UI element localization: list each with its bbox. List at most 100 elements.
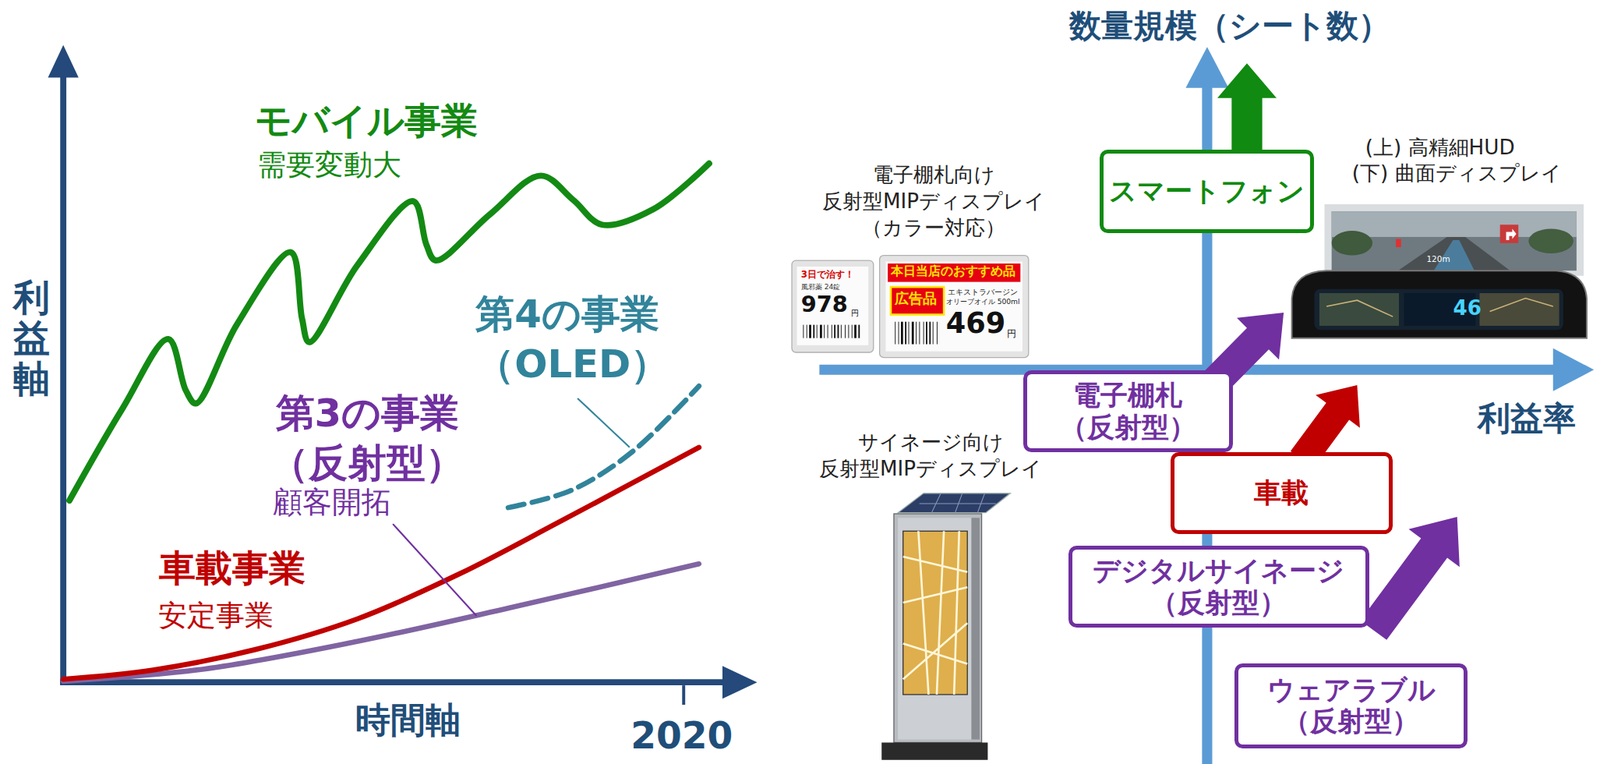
barcode-bar	[894, 321, 897, 345]
barcode-bar	[840, 324, 842, 339]
axis-title: 利益軸	[13, 277, 50, 400]
price-tag-bezel	[879, 255, 1029, 358]
road	[1398, 236, 1511, 271]
axis-arrowhead	[1185, 46, 1229, 88]
tag-text: 広告品	[894, 289, 937, 307]
barcode-bar	[830, 324, 833, 339]
category-box: 車載	[1170, 452, 1393, 534]
image-caption: (下) 曲面ディスプレイ	[1352, 161, 1562, 185]
category-box: ウェアラブル （反射型）	[1234, 663, 1468, 749]
barcode-bar	[802, 324, 805, 339]
box-label: デジタルサイネージ （反射型）	[1078, 554, 1360, 619]
y-axis	[60, 73, 67, 686]
series-note: 顧客開拓	[272, 485, 392, 520]
category-box: スマートフォン	[1099, 149, 1314, 233]
barcode-bar	[805, 324, 808, 339]
barcode-bar	[819, 324, 823, 339]
box-label: スマートフォン	[1109, 175, 1305, 208]
box-label: ウェアラブル （反射型）	[1244, 674, 1458, 738]
turn-arrow	[1506, 228, 1517, 240]
curved-display	[1313, 289, 1563, 330]
tag-text: エキストラバージン	[947, 287, 1018, 297]
tag-text: オリーブオイル 500ml	[946, 297, 1021, 307]
barcode-bar	[897, 321, 900, 345]
map-road	[1326, 298, 1554, 318]
tag-sticker	[890, 286, 946, 316]
image-caption: 電子棚札向け 反射型MIPディスプレイ （カラー対応）	[801, 161, 1067, 241]
tag-sticker	[891, 287, 943, 314]
series-label: 第4の事業 （OLED）	[475, 289, 706, 390]
trend-arrow	[1359, 516, 1459, 640]
solar-panel	[897, 493, 1011, 513]
barcode-bar	[925, 321, 928, 345]
map-streets	[903, 530, 968, 695]
trend-arrow	[1217, 63, 1277, 153]
speed-readout: 46	[1452, 296, 1481, 320]
barcode	[802, 324, 860, 339]
trend-curve	[508, 385, 700, 508]
axis-arrowhead	[48, 45, 79, 78]
barcode-bar	[911, 321, 915, 345]
barcode-bar	[858, 324, 860, 339]
hud-glass	[1324, 204, 1584, 276]
barcode-bar	[847, 324, 850, 339]
barcode-bar	[900, 321, 904, 345]
price-tag-bezel	[791, 260, 874, 353]
turn-sign	[1500, 224, 1519, 244]
x-axis	[60, 678, 727, 686]
axis-title: 時間軸	[355, 699, 461, 740]
series-note: 安定事業	[158, 599, 274, 633]
kiosk-base	[881, 741, 988, 760]
barcode-bar	[914, 321, 917, 345]
curve-group	[63, 163, 710, 682]
series-note: 需要変動大	[257, 148, 402, 182]
axis-tick	[681, 685, 686, 705]
barcode-bar	[918, 321, 921, 345]
display-map	[1479, 293, 1560, 326]
barcode	[894, 321, 938, 345]
solar-grid	[919, 493, 997, 513]
barcode-bar	[837, 324, 840, 339]
axis-arrowhead	[1553, 348, 1594, 392]
kiosk-side	[971, 517, 979, 739]
kiosk-front	[897, 517, 972, 739]
price: 978	[801, 291, 848, 318]
currency: 円	[851, 307, 859, 318]
barcode-bar	[935, 321, 938, 345]
display-map	[1319, 293, 1399, 326]
series-label: モバイル事業	[254, 99, 478, 142]
dashboard	[1292, 270, 1587, 338]
hud-scene	[1331, 211, 1577, 271]
barcode-bar	[932, 321, 934, 345]
price: 469	[946, 307, 1007, 340]
barcode-bar	[833, 324, 836, 339]
image-caption: サイネージ向け 反射型MIPディスプレイ	[802, 428, 1058, 482]
hud-text: 120m	[1426, 254, 1450, 264]
trend-curve	[63, 563, 700, 682]
barcode-bar	[851, 324, 853, 339]
kiosk-screen	[903, 530, 968, 695]
currency: 円	[1006, 328, 1017, 340]
price-tag-screen	[885, 261, 1022, 351]
box-label: 電子棚札 （反射型）	[1033, 379, 1223, 443]
barcode-bar	[815, 324, 818, 339]
image-caption: (上) 高精細HUD	[1365, 135, 1516, 159]
barcode-bar	[823, 324, 826, 339]
tree	[1528, 228, 1574, 253]
tick-label: 2020	[630, 714, 733, 757]
barcode-bar	[826, 324, 829, 339]
tag-text: 3日で治す！	[801, 269, 855, 281]
axis-title: 利益率	[1477, 399, 1576, 438]
kiosk-body	[893, 513, 982, 742]
trend-curve	[69, 163, 710, 501]
leader-line	[577, 398, 630, 448]
series-label: 車載事業	[158, 547, 306, 590]
barcode-bar	[904, 321, 907, 345]
leader-line	[392, 523, 477, 616]
barcode-bar	[922, 321, 925, 345]
axis-arrowhead	[722, 665, 758, 699]
tree	[1331, 230, 1373, 255]
price-tag-screen	[797, 266, 869, 346]
